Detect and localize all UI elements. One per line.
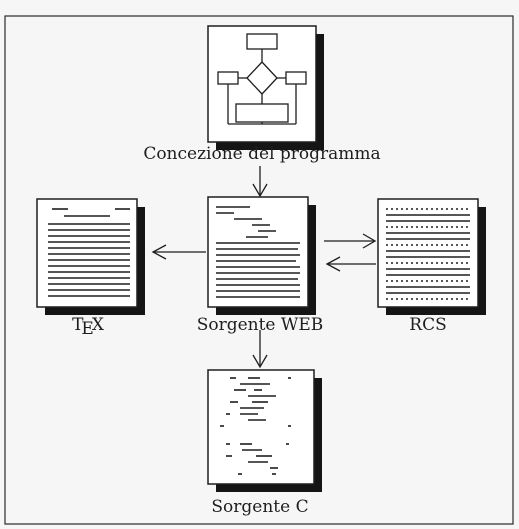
arrow-web-to-tex [151,244,206,260]
c-source-text-lines [220,377,291,475]
flowchart-icon [217,33,307,125]
rcs-document [377,198,486,315]
tex-text-lines [48,208,130,297]
rcs-label: RCS [409,315,447,335]
concezione-document [207,25,324,150]
sorgente-c-label: Sorgente C [211,497,309,517]
tex-document [36,198,145,315]
sorgente-c-document [207,369,322,492]
outer-frame [4,15,514,525]
sorgente-web-document [207,196,316,315]
rcs-text-lines [386,208,470,300]
arrow-web-to-c [252,330,268,369]
arrow-rcs-to-web [325,256,376,272]
tex-label-x: X [91,315,104,335]
arrow-concezione-to-web [252,166,268,198]
web-source-text-lines [216,206,300,298]
tex-label: TEX [48,315,128,339]
concezione-label: Concezione del programma [143,144,381,164]
tex-label-e: E [81,319,94,339]
sorgente-web-label: Sorgente WEB [196,315,324,335]
arrow-web-to-rcs [324,233,377,249]
tex-label-t: T [72,315,84,335]
